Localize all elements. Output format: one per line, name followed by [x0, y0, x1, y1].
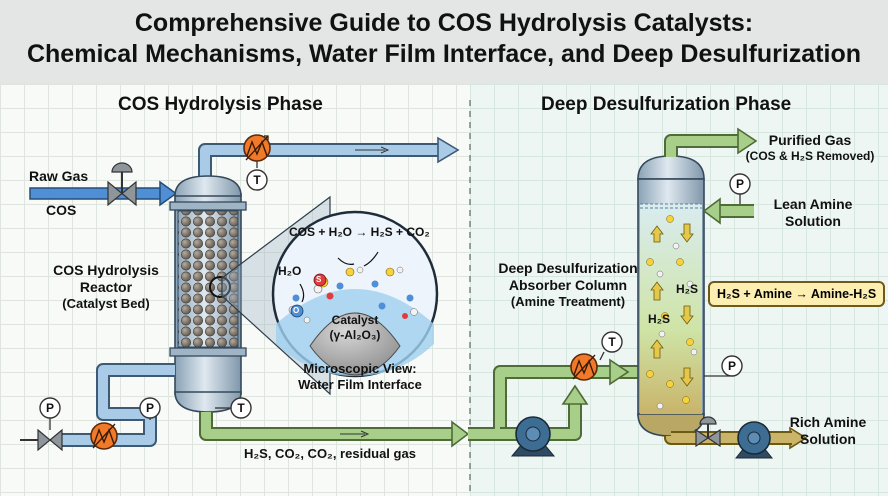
feed-pressure-gauge-right-label: P	[145, 401, 154, 415]
phase-title-hydrolysis: COS Hydrolysis Phase	[118, 94, 323, 115]
absorber-h2s-label-lower: H₂S	[648, 312, 671, 326]
lean-amine-label: Lean Amine Solution	[758, 196, 868, 230]
reactor-label-line-3: (Catalyst Bed)	[62, 296, 150, 311]
cos-hydrolysis-reactor	[169, 175, 247, 413]
amine-reaction-box: H₂S + Amine → Amine-H₂S	[708, 281, 886, 307]
purified-gas-label: Purified Gas (COS & H₂S Removed)	[740, 132, 880, 164]
absorber-label-line-3: (Amine Treatment)	[510, 294, 626, 309]
magnifier-ring	[209, 276, 231, 298]
catalyst-surface	[309, 312, 401, 376]
bottom-temperature-gauge	[230, 397, 252, 419]
bottom-temperature-gauge-label: T	[237, 401, 245, 415]
absorber-temperature-gauge-label: T	[608, 335, 616, 349]
reactor-label: COS Hydrolysis Reactor (Catalyst Bed)	[46, 262, 166, 312]
lean-amine-line-1: Lean Amine	[773, 196, 853, 212]
lean-amine-pressure-gauge-label: P	[735, 177, 744, 191]
inlet-arrow-head	[159, 180, 178, 207]
purified-gas-line-2: (COS & H₂S Removed)	[745, 149, 875, 163]
reactor-label-line-1: COS Hydrolysis	[53, 262, 159, 278]
feed-pressure-gauge-right	[139, 397, 161, 419]
lean-amine-line-2: Solution	[785, 213, 841, 229]
hydrolysis-equation: COS + H₂O → H₂S + CO₂	[289, 225, 430, 239]
catalyst-name: Catalyst	[331, 313, 379, 327]
absorber-label-line-2: Absorber Column	[508, 277, 628, 293]
absorber-h2s-label-upper: H₂S	[676, 282, 699, 296]
absorber-pressure-gauge	[721, 355, 743, 377]
catalyst-bed	[177, 210, 239, 348]
title-line-2: Chemical Mechanisms, Water Film Interfac…	[26, 40, 861, 68]
inlet-control-valve	[107, 162, 137, 207]
oxygen-atom-marker	[290, 304, 304, 318]
title-bar: Comprehensive Guide to COS Hydrolysis Ca…	[0, 0, 888, 84]
top-temperature-gauge-label: T	[253, 173, 261, 187]
feed-valve	[37, 428, 63, 452]
absorber-label-line-1: Deep Desulfurization	[498, 260, 638, 276]
rich-amine-line-2: Solution	[800, 431, 856, 447]
absorber-temperature-gauge	[601, 331, 623, 353]
feed-pump	[510, 416, 556, 457]
raw-gas-label: Raw Gas	[29, 168, 89, 184]
feed-heat-exchanger	[90, 422, 118, 450]
purified-gas-line-1: Purified Gas	[768, 132, 852, 148]
micro-caption-line-2: Water Film Interface	[298, 377, 422, 392]
process-flow-drawing	[20, 100, 808, 494]
rich-amine-line-1: Rich Amine	[789, 414, 867, 430]
reactor-outlet-gas-label: H₂S, CO₂, CO₂, residual gas	[244, 446, 416, 461]
rich-amine-label: Rich Amine Solution	[778, 414, 878, 448]
micro-caption-line-1: Microscopic View:	[303, 361, 417, 376]
absorber-label: Deep Desulfurization Absorber Column (Am…	[493, 260, 643, 310]
microscopic-view	[271, 210, 439, 378]
absorber-heat-exchanger	[570, 353, 598, 381]
rich-amine-pump	[734, 421, 774, 459]
water-label: H₂O	[278, 264, 302, 278]
reactor-label-line-2: Reactor	[79, 279, 133, 295]
catalyst-formula: (γ-Al₂O₃)	[329, 328, 381, 342]
top-outlet-arrow-head	[437, 136, 460, 164]
feed-pressure-gauge-left	[39, 397, 61, 419]
absorber-pressure-gauge-label: P	[727, 359, 736, 373]
rich-amine-valve	[695, 416, 721, 448]
microscopic-view-caption: Microscopic View: Water Film Interface	[280, 361, 440, 393]
title-line-1: Comprehensive Guide to COS Hydrolysis Ca…	[134, 9, 754, 37]
raw-gas-inlet-pipe	[29, 180, 178, 207]
lean-amine-pressure-gauge	[729, 173, 751, 195]
sulfur-atom-marker	[313, 273, 327, 287]
cos-label: COS	[46, 202, 77, 218]
catalyst-label: Catalyst (γ-Al₂O₃)	[320, 313, 390, 343]
feed-pressure-gauge-left-label: P	[45, 401, 54, 415]
phase-title-desulfurization: Deep Desulfurization Phase	[541, 94, 792, 115]
reactor-top-outlet-pipe-outline	[198, 143, 440, 189]
sulfur-atom-label: S	[316, 275, 322, 284]
process-diagram: COS Hydrolysis Phase Deep Desulfurizatio…	[0, 84, 888, 496]
top-heat-exchanger	[243, 134, 271, 162]
absorber-column	[637, 155, 705, 437]
absorber-bubbles	[646, 215, 698, 410]
top-temperature-gauge	[246, 169, 268, 191]
oxygen-atom-label: O	[293, 306, 300, 315]
